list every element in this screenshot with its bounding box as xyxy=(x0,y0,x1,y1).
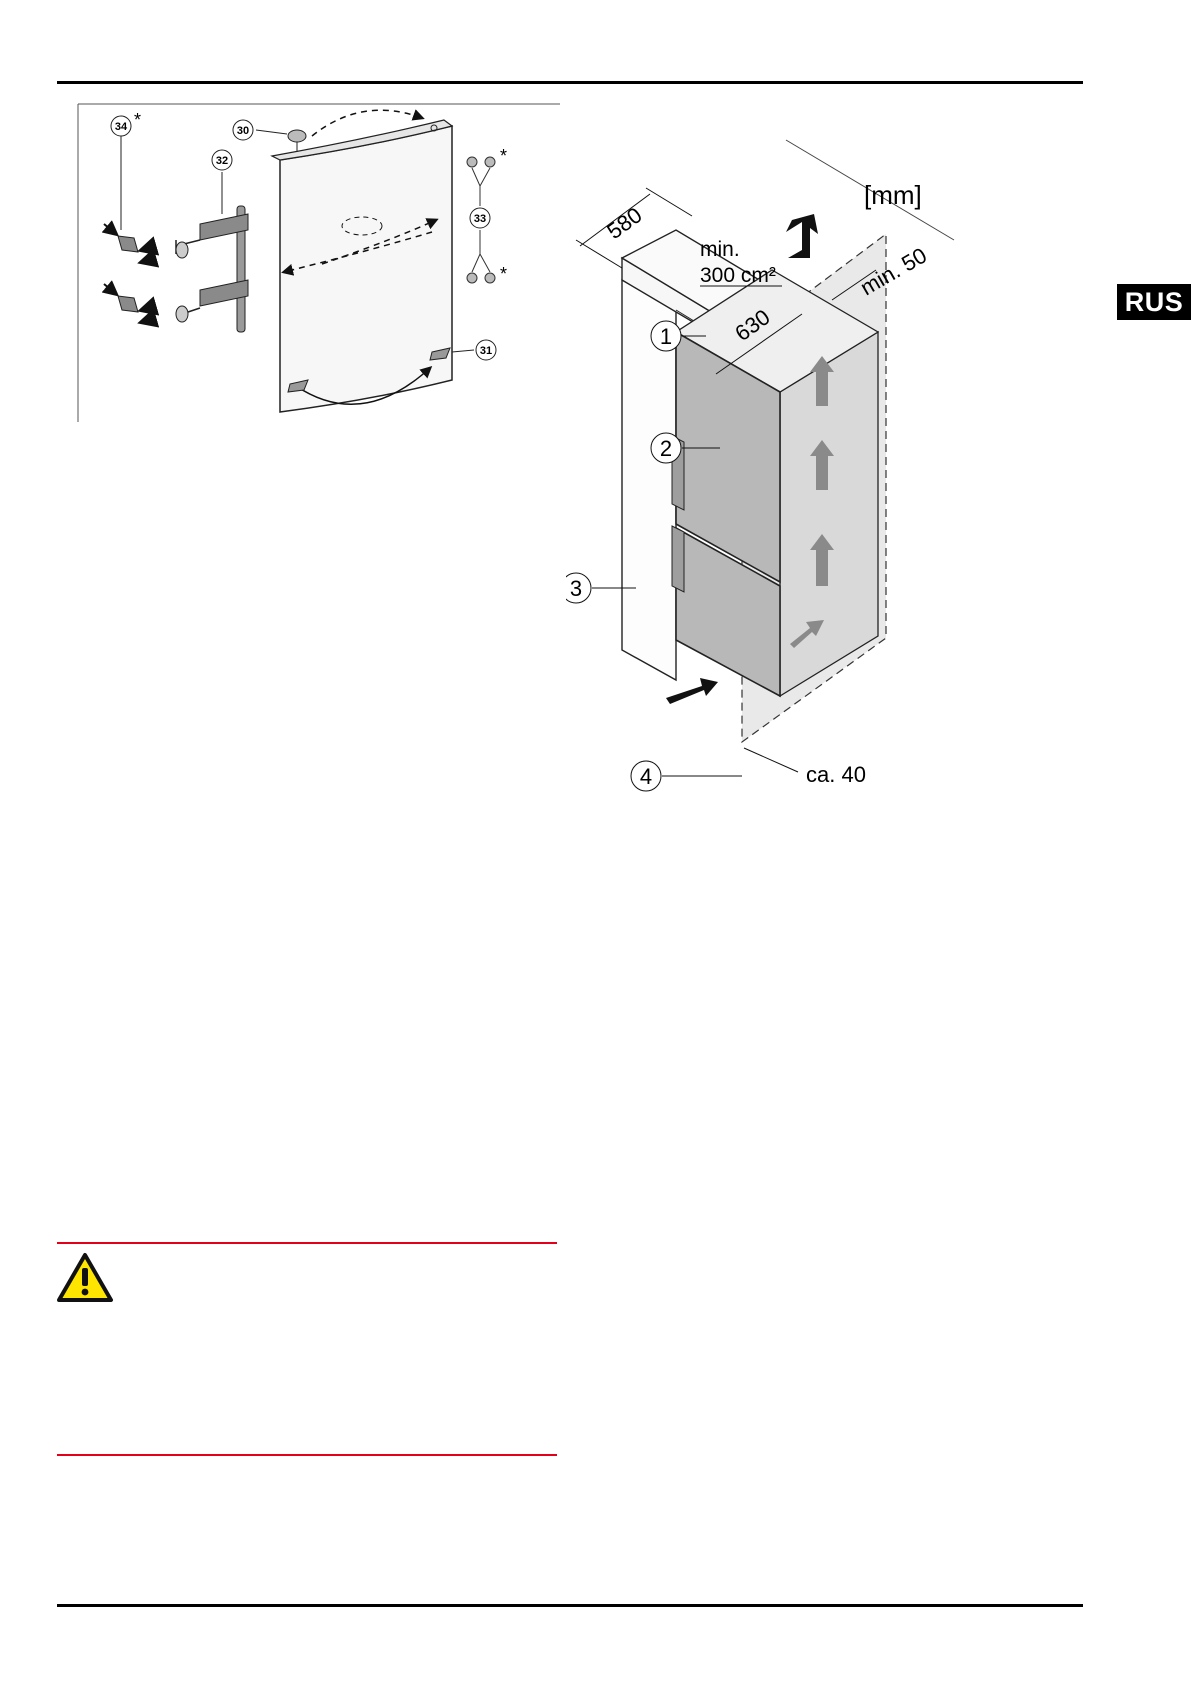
callout-1-circle xyxy=(650,320,682,352)
cover-cap-upper xyxy=(117,235,139,253)
asterisk-33-top: * xyxy=(500,146,507,166)
bottom-hinge-left xyxy=(287,379,309,393)
callout-3: 3 xyxy=(570,576,582,601)
callout-4-circle xyxy=(630,760,662,792)
asterisk-33-bottom: * xyxy=(500,264,507,284)
screw-head-upper xyxy=(175,241,189,259)
language-tab: RUS xyxy=(1117,284,1191,320)
rotation-center-mark xyxy=(341,216,383,236)
dim-580: 580 xyxy=(602,202,646,244)
callout-34-circle xyxy=(110,115,132,137)
screw-lower xyxy=(187,307,201,313)
insert-arrow-upper-2 xyxy=(137,248,160,268)
dim-line-min50 xyxy=(831,269,877,301)
callout-32: 32 xyxy=(216,155,228,167)
callout-32-circle xyxy=(211,149,233,171)
dim-line-630 xyxy=(715,313,803,375)
dim-line-580 xyxy=(579,193,651,247)
warning-triangle-icon xyxy=(57,1253,113,1302)
remove-arrow-lower xyxy=(101,280,120,297)
screw-head-lower xyxy=(175,305,189,323)
hinge-part-lower xyxy=(466,230,496,284)
top-cap-part xyxy=(287,129,307,143)
callout-33-circle xyxy=(469,207,491,229)
rotation-arrow-bottom xyxy=(295,365,433,405)
insert-arrow-lower-1 xyxy=(137,296,160,316)
callout-31-leader xyxy=(451,349,475,353)
cover-cap-lower xyxy=(117,295,139,313)
callout-1: 1 xyxy=(660,324,672,349)
vent-area-line2: 300 cm² xyxy=(700,264,776,287)
air-arrow-2 xyxy=(810,440,834,490)
insert-arrow-upper-1 xyxy=(137,236,160,256)
dim-ca-40: ca. 40 xyxy=(806,762,866,787)
asterisk-34: * xyxy=(134,110,141,130)
handle-bracket-lower xyxy=(199,279,249,307)
callout-30: 30 xyxy=(237,125,249,137)
air-arrow-side xyxy=(790,620,824,648)
insert-arrow-lower-2 xyxy=(137,308,160,328)
handle-lower xyxy=(671,525,685,593)
handle-bar xyxy=(236,205,246,333)
callout-30-leader xyxy=(255,129,288,135)
warning-rule-bottom xyxy=(57,1454,557,1456)
freezer-door-lower xyxy=(675,526,781,698)
callout-31: 31 xyxy=(480,345,492,357)
door-top-edge xyxy=(270,119,454,161)
air-arrow-3 xyxy=(810,356,834,406)
header-rule xyxy=(57,81,1083,84)
callout-2: 2 xyxy=(660,436,672,461)
dim-ext-580-b xyxy=(645,187,693,217)
handle-bracket-upper xyxy=(199,213,249,241)
wall-line-top xyxy=(785,139,955,241)
remove-arrow-upper xyxy=(101,220,120,237)
rotation-arrow-top xyxy=(311,109,425,137)
intake-arrow xyxy=(666,678,718,704)
callout-34: 34 xyxy=(115,121,128,133)
dim-ext-580-a xyxy=(575,239,623,269)
exhaust-arrow xyxy=(786,214,818,258)
door-reversal-figure: 30 32 34 * 33 * * 31 xyxy=(77,103,560,422)
vent-area-line1: min. xyxy=(700,238,740,261)
callout-30-circle xyxy=(232,119,254,141)
air-arrow-1 xyxy=(810,534,834,586)
callout-33: 33 xyxy=(474,213,486,225)
callout-31-circle xyxy=(475,339,497,361)
callout-4: 4 xyxy=(640,764,652,789)
callout-2-circle xyxy=(650,432,682,464)
bottom-hinge-right xyxy=(429,347,451,361)
hinge-part-upper xyxy=(466,156,496,206)
dim-line-ca40 xyxy=(743,747,799,773)
footer-rule xyxy=(57,1604,1083,1607)
callout-3-circle xyxy=(566,572,592,604)
door-pin-hole xyxy=(430,124,438,132)
rotation-arrow-middle-back xyxy=(321,218,439,265)
unit-label: [mm] xyxy=(864,180,922,210)
door-panel xyxy=(279,125,453,413)
rotation-arrow-middle xyxy=(281,231,433,276)
installation-figure: 580 630 min. 50 ca. 40 [mm] min. 300 cm²… xyxy=(566,139,955,792)
warning-rule-top xyxy=(57,1242,557,1244)
